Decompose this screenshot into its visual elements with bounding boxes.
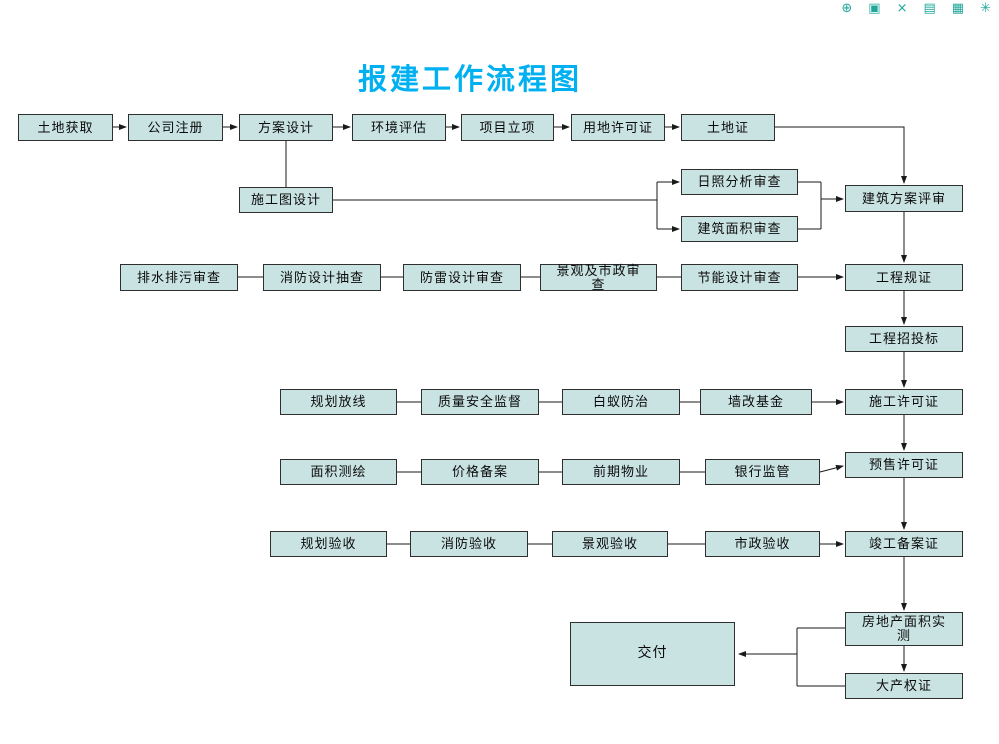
- settings-icon[interactable]: ✳: [980, 1, 991, 16]
- node-completion-record: 竣工备案证: [845, 531, 963, 557]
- node-wall-fund: 墙改基金: [700, 389, 812, 415]
- node-presale-permit: 预售许可证: [845, 452, 963, 478]
- node-construction-permit: 施工许可证: [845, 389, 963, 415]
- node-sunlight-review: 日照分析审查: [681, 169, 798, 195]
- copy-icon[interactable]: ▣: [868, 1, 881, 16]
- node-env-assess: 环境评估: [352, 114, 446, 141]
- node-landscape-acceptance: 景观验收: [552, 531, 668, 557]
- node-fire-design-check: 消防设计抽查: [263, 264, 381, 291]
- node-lightning-review: 防雷设计审查: [403, 264, 521, 291]
- zoom-icon[interactable]: ⊕: [841, 1, 853, 16]
- node-area-measure: 房地产面积实测: [845, 612, 963, 646]
- node-municipal-acceptance: 市政验收: [705, 531, 820, 557]
- node-scheme-review: 建筑方案评审: [845, 185, 963, 212]
- node-drainage-review: 排水排污审查: [120, 264, 238, 291]
- node-delivery: 交付: [570, 622, 735, 686]
- node-landscape-municipal-review: 景观及市政审查: [540, 263, 657, 291]
- node-company-register: 公司注册: [128, 114, 223, 141]
- node-early-property: 前期物业: [562, 459, 680, 485]
- viewer-toolbar: ⊕ ▣ × ▤ ▦ ✳: [841, 2, 991, 15]
- node-termite: 白蚁防治: [562, 389, 680, 415]
- node-land-cert: 土地证: [681, 114, 775, 141]
- node-fire-acceptance: 消防验收: [410, 531, 528, 557]
- node-price-record: 价格备案: [421, 459, 539, 485]
- node-floor-area-review: 建筑面积审查: [681, 216, 798, 242]
- node-quality-safety: 质量安全监督: [421, 389, 539, 415]
- close-icon[interactable]: ×: [896, 1, 908, 16]
- node-bidding: 工程招投标: [845, 326, 963, 352]
- node-land-use-permit: 用地许可证: [571, 114, 665, 141]
- node-land-acquire: 土地获取: [18, 114, 113, 141]
- node-project-approval: 项目立项: [461, 114, 554, 141]
- node-planning-layout: 规划放线: [280, 389, 397, 415]
- node-energy-review: 节能设计审查: [681, 264, 798, 291]
- node-property-cert: 大产权证: [845, 673, 963, 699]
- node-planning-acceptance: 规划验收: [270, 531, 387, 557]
- node-bank-supervision: 银行监管: [705, 459, 820, 485]
- page-title: 报建工作流程图: [357, 64, 582, 96]
- node-area-survey: 面积测绘: [280, 459, 397, 485]
- node-scheme-design: 方案设计: [239, 114, 333, 141]
- node-project-permit: 工程规证: [845, 264, 963, 291]
- node-construction-drawing: 施工图设计: [239, 187, 333, 213]
- chart-icon[interactable]: ▦: [951, 1, 965, 16]
- save-icon[interactable]: ▤: [923, 1, 936, 16]
